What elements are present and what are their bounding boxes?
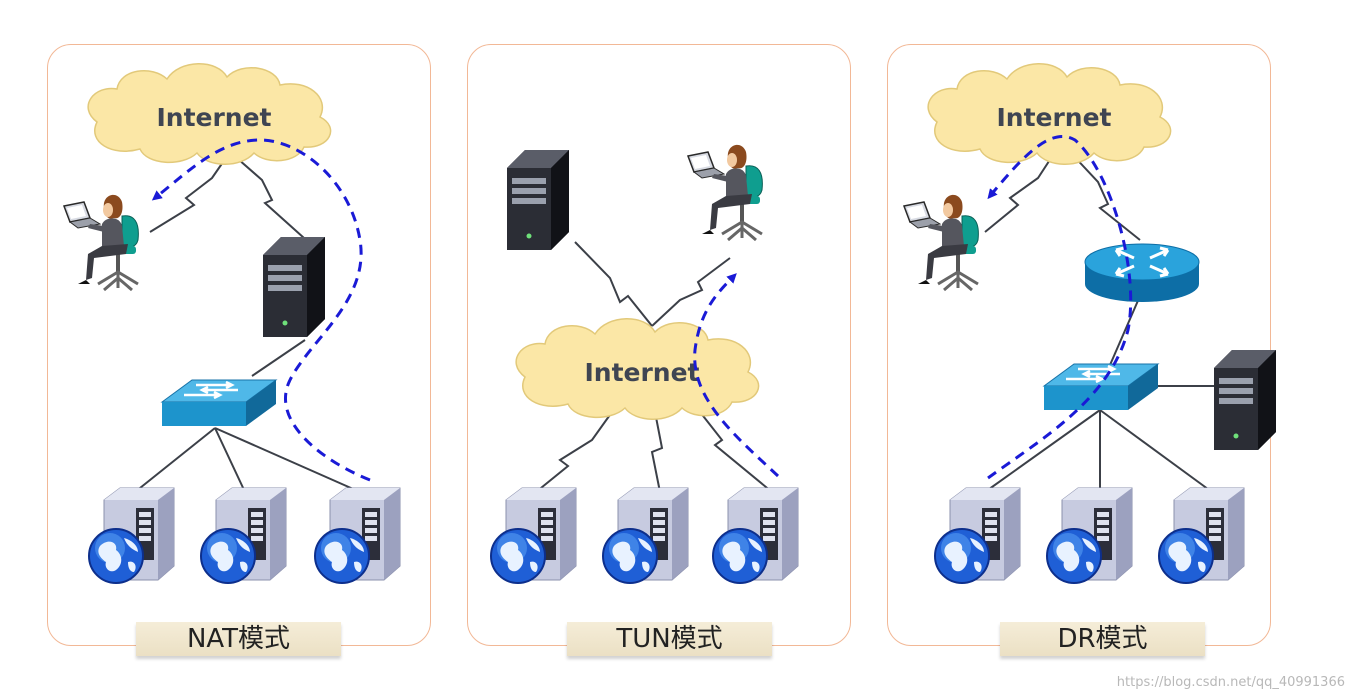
tun-caption: TUN模式 [567, 622, 772, 656]
dr-switch-icon [1042, 362, 1160, 412]
dr-director-server-icon [1214, 350, 1276, 450]
tun-client-icon [686, 143, 764, 242]
dr-cloud-label: Internet [996, 103, 1111, 132]
tun-cloud-label: Internet [584, 358, 699, 387]
dr-real-server-icon-3 [1158, 487, 1245, 584]
tun-response-path-arrow [693, 273, 780, 478]
tun-real-server-icon-1 [490, 487, 577, 584]
nat-caption: NAT模式 [136, 622, 341, 656]
watermark-text: https://blog.csdn.net/qq_40991366 [1116, 675, 1345, 690]
nat-real-server-icon-2 [200, 487, 287, 584]
tun-director-server-icon [507, 150, 569, 250]
tun-links [535, 241, 773, 493]
dr-real-server-icon-1 [934, 487, 1021, 584]
nat-scene: Internet [62, 62, 401, 584]
dr-links [984, 151, 1215, 493]
nat-cloud-label: Internet [156, 103, 271, 132]
tun-real-server-icon-2 [602, 487, 689, 584]
dr-real-server-icon-2 [1046, 487, 1133, 584]
nat-real-server-icon-1 [88, 487, 175, 584]
nat-response-path-arrow [151, 138, 371, 482]
nat-real-server-icon-3 [314, 487, 401, 584]
tun-real-server-icon-3 [712, 487, 799, 584]
dr-caption: DR模式 [1000, 622, 1205, 656]
nat-director-server-icon [263, 237, 325, 337]
nat-client-icon [62, 193, 140, 292]
nat-links [134, 151, 361, 493]
dr-scene: Internet [902, 62, 1276, 584]
dr-client-icon [902, 193, 980, 292]
tun-scene: Internet [490, 143, 799, 584]
nat-switch-icon [160, 378, 278, 428]
dr-response-path-arrow [987, 134, 1133, 480]
dr-router-icon [1083, 242, 1201, 304]
